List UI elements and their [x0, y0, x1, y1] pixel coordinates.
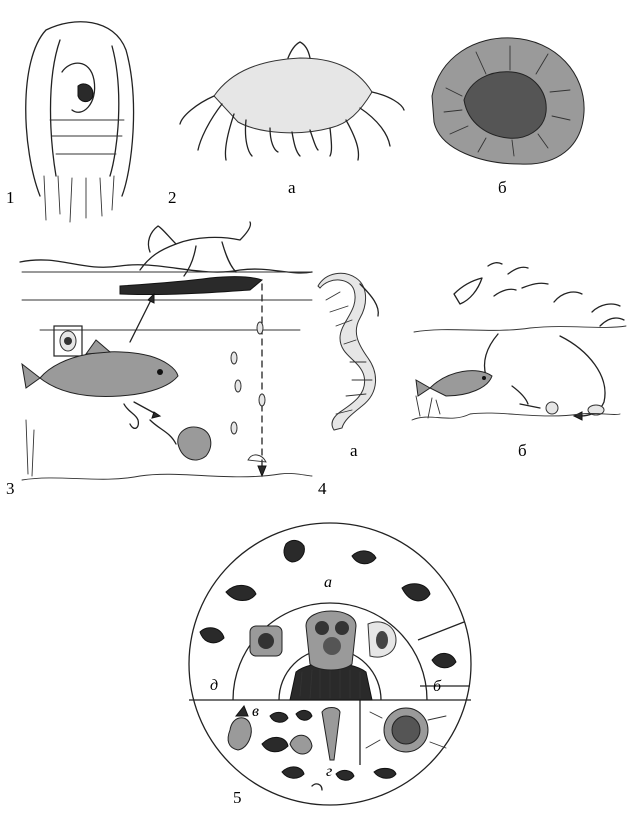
tapeworm-illustration: [318, 273, 378, 430]
figure-label-2: 2: [168, 188, 177, 207]
figure-label-4b: б: [518, 441, 527, 460]
figure-label-2a: а: [288, 178, 296, 197]
circle-segment-label-g: г: [326, 763, 332, 780]
life-cycle-scene-4b: [412, 263, 626, 420]
figure-label-2b: б: [498, 178, 507, 197]
figure-label-3: 3: [6, 479, 15, 498]
circle-segment-label-a: а: [324, 574, 332, 591]
circle-segment-label-v: в: [252, 703, 259, 720]
figure-label-1: 1: [6, 188, 15, 207]
figure-label-4: 4: [318, 479, 327, 498]
circle-segment-label-d: д: [210, 677, 218, 694]
figure-label-5: 5: [233, 788, 242, 807]
life-cycle-scene-3: [20, 222, 312, 480]
hydromedusa-illustration: [26, 22, 134, 222]
figure-label-4a: а: [350, 441, 358, 460]
polyp-a-illustration: [180, 42, 404, 160]
polyp-cross-section-illustration: [432, 38, 584, 164]
circle-segment-label-b: б: [433, 678, 442, 695]
